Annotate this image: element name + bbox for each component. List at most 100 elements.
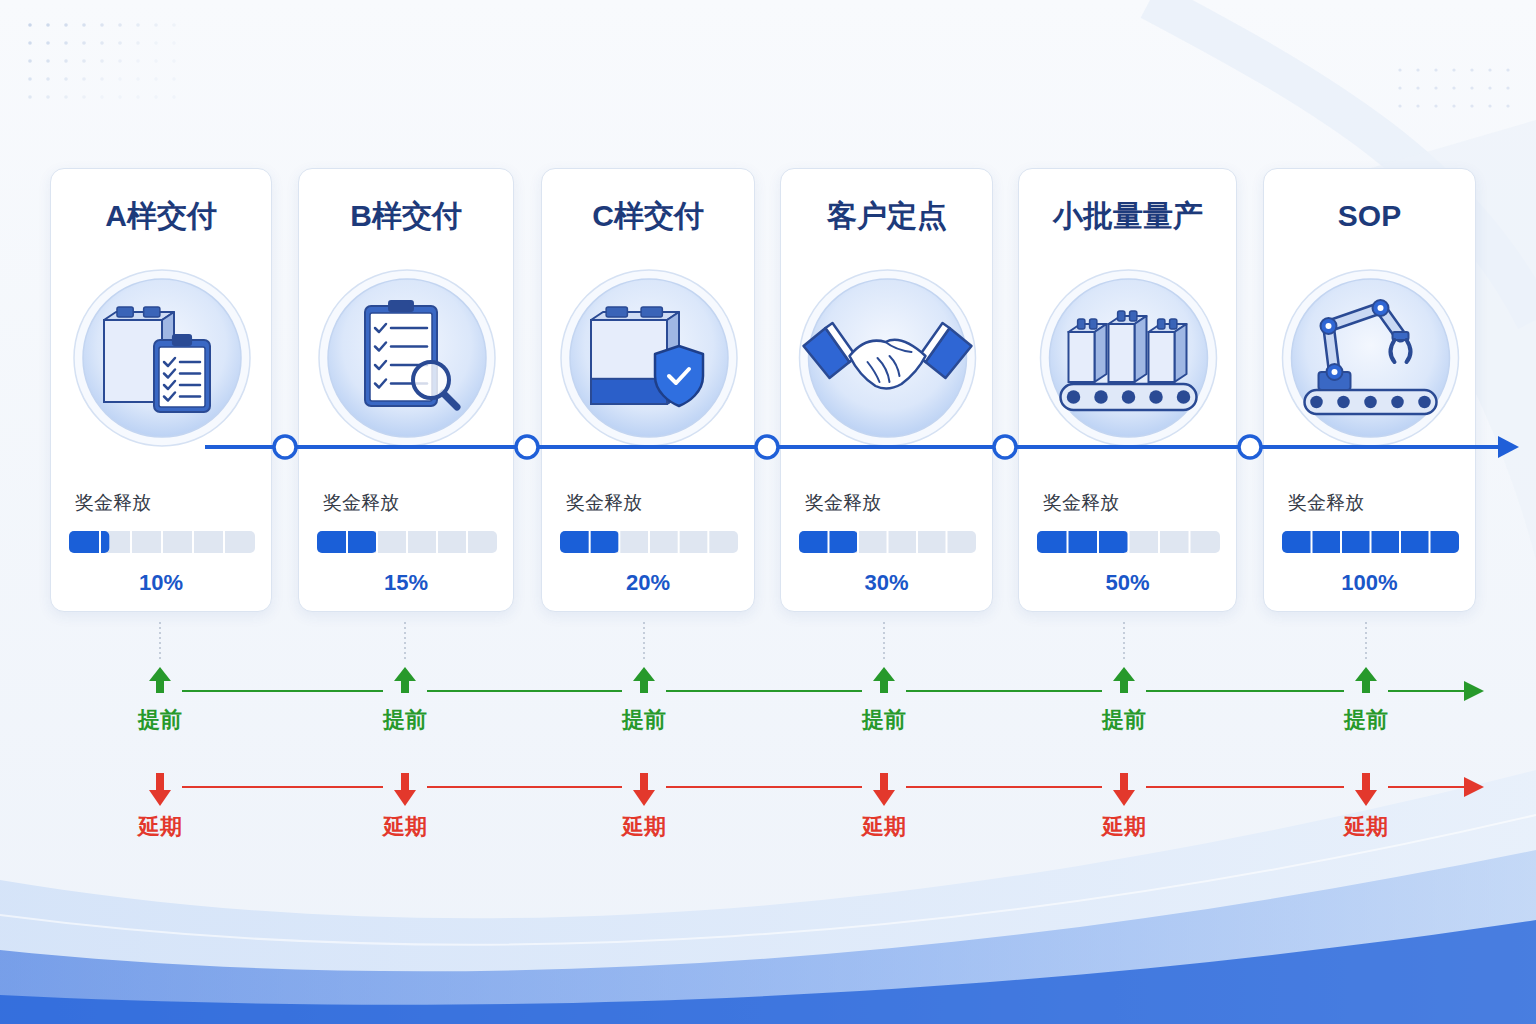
cell-side — [1135, 316, 1147, 382]
robot-joint — [1327, 364, 1343, 380]
timeline-node — [516, 436, 538, 458]
robot-gripper — [1391, 340, 1411, 362]
check-mark — [164, 370, 175, 378]
bonus-caption: 奖金释放 — [323, 491, 503, 515]
bar-divider — [828, 531, 830, 553]
dot — [1470, 104, 1473, 107]
bar-divider — [1067, 531, 1069, 553]
dot — [1434, 104, 1437, 107]
check-mark — [375, 324, 386, 332]
dot — [136, 41, 140, 45]
leader-line — [1123, 622, 1125, 662]
timeline-node — [1239, 436, 1261, 458]
bar-track — [1282, 531, 1459, 553]
dot — [100, 77, 104, 81]
bar-divider — [1158, 531, 1160, 553]
shield-check — [669, 369, 689, 383]
dot — [118, 41, 122, 45]
cell-side — [1175, 324, 1187, 382]
dot — [154, 95, 158, 99]
card-art — [299, 169, 515, 613]
magnifier-lens — [413, 362, 449, 398]
dot — [46, 41, 50, 45]
icon-ring — [1041, 270, 1217, 446]
bar-divider — [436, 531, 438, 553]
delay-arrow — [394, 790, 416, 806]
ahead-label: 提前 — [622, 706, 666, 734]
dot — [118, 95, 122, 99]
delay-label: 延期 — [1344, 813, 1388, 841]
dot — [1488, 104, 1491, 107]
bonus-progress-bar — [69, 531, 255, 553]
dot — [154, 59, 158, 63]
check-mark — [375, 380, 386, 388]
ahead-arrow — [873, 667, 895, 681]
dot — [46, 77, 50, 81]
stage-card: A样交付奖金释放10% — [50, 168, 272, 612]
delay-arrow-shaft — [1362, 773, 1370, 791]
bar-divider — [223, 531, 225, 553]
bar-divider — [99, 531, 101, 553]
bar-divider — [648, 531, 650, 553]
stage-card: C样交付奖金释放20% — [541, 168, 755, 612]
shield — [655, 346, 703, 406]
bar-divider — [1311, 531, 1313, 553]
dot — [46, 23, 50, 27]
battery-cell — [1149, 319, 1187, 382]
ahead-track — [666, 690, 862, 692]
dot — [172, 77, 176, 81]
check-mark — [164, 358, 175, 366]
icon-ring — [74, 270, 250, 446]
card-art — [542, 169, 756, 613]
bar-divider — [1370, 531, 1372, 553]
dot — [136, 23, 140, 27]
bonus-progress-bar — [1282, 531, 1459, 553]
dot — [1452, 104, 1455, 107]
clipboard-board — [154, 340, 210, 412]
check-line — [180, 395, 200, 398]
dot — [118, 77, 122, 81]
dot — [1488, 68, 1491, 71]
ahead-track — [1388, 690, 1468, 692]
robot-joint-pin — [1378, 305, 1384, 311]
conveyor-belt — [1305, 390, 1437, 414]
leader-line — [404, 622, 406, 662]
clipboard-paper — [159, 347, 205, 407]
bar-divider — [916, 531, 918, 553]
belt — [1305, 390, 1437, 414]
timeline-connector — [755, 445, 780, 449]
timeline-connector — [272, 445, 298, 449]
bonus-caption: 奖金释放 — [566, 491, 744, 515]
ahead-arrow — [394, 667, 416, 681]
robot-joint — [1373, 300, 1389, 316]
bar-divider — [857, 531, 859, 553]
dot — [100, 23, 104, 27]
ahead-label: 提前 — [138, 706, 182, 734]
card-art — [1019, 169, 1238, 613]
bar-track — [799, 531, 976, 553]
bar-fill — [1282, 531, 1459, 553]
belt-wheel — [1337, 396, 1349, 408]
ahead-arrow-shaft — [1362, 680, 1370, 693]
delay-arrow-shaft — [1120, 773, 1128, 791]
battery-cell — [1069, 319, 1107, 382]
ahead-label: 提前 — [383, 706, 427, 734]
clasped-hands — [850, 340, 926, 389]
stage-card: SOP奖金释放100% — [1263, 168, 1476, 612]
dot — [64, 41, 68, 45]
icon-ring — [561, 270, 737, 446]
dot — [172, 23, 176, 27]
ahead-track — [1146, 690, 1344, 692]
magnifier-handle — [443, 393, 457, 407]
icon-disc — [1292, 279, 1450, 437]
bar-divider — [618, 531, 620, 553]
dot — [82, 95, 86, 99]
cell-terminal — [1078, 319, 1085, 329]
dot — [1416, 86, 1419, 89]
delay-arrow-shaft — [156, 773, 164, 791]
delay-arrow — [1113, 790, 1135, 806]
battery-cell — [1109, 311, 1147, 382]
bar-divider — [192, 531, 194, 553]
ahead-label: 提前 — [1102, 706, 1146, 734]
